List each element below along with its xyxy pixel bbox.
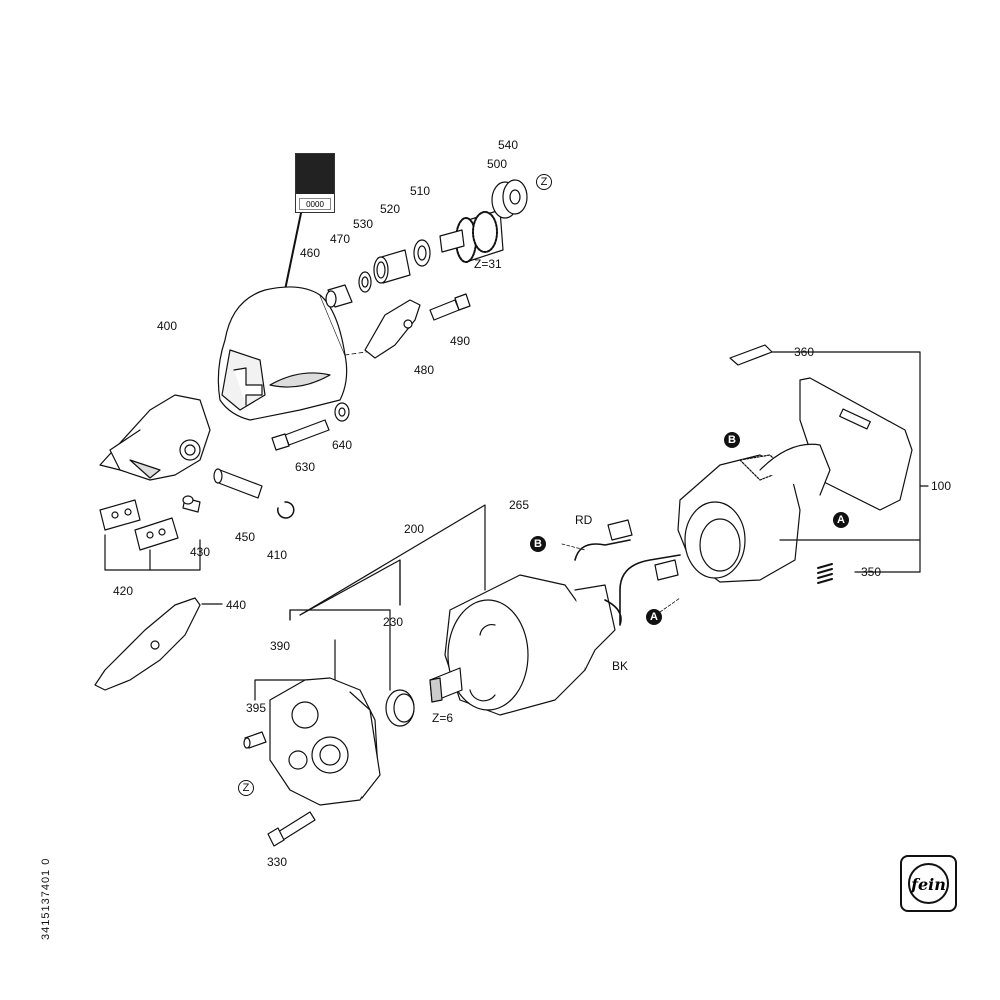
label-wire-black: BK [612, 659, 629, 673]
screw-330 [267, 811, 316, 847]
leader-warning [284, 212, 302, 291]
label-gear-teeth-6: Z=6 [432, 711, 454, 725]
marker-a-housing: A [833, 512, 849, 528]
blades-420 [99, 499, 179, 551]
label-wire-red: RD [575, 513, 593, 527]
wire-bk [604, 554, 681, 626]
screw-490 [429, 293, 471, 321]
blade-440 [94, 597, 201, 691]
logo-ring-icon [908, 863, 949, 904]
marker-z-bottom: Z [238, 780, 254, 796]
part-470 [325, 284, 353, 308]
document-number: 3415137401 0 [40, 857, 52, 940]
marker-a-motor: A [646, 609, 662, 625]
label-420: 420 [113, 584, 134, 598]
pin-450 [213, 468, 263, 499]
ring-230 [385, 689, 415, 727]
marker-b-housing: B [724, 432, 740, 448]
clip-360 [729, 344, 773, 366]
label-265: 265 [509, 498, 530, 512]
logo-text: fein [911, 875, 946, 894]
bearing-540 [491, 179, 528, 219]
spring-350 [817, 563, 833, 584]
label-530: 530 [353, 217, 374, 231]
label-450: 450 [235, 530, 256, 544]
gear-housing-390 [269, 677, 381, 806]
label-gear-teeth-31: Z=31 [474, 257, 502, 271]
part-510 [413, 239, 431, 267]
warning-sign-text: 0000 [299, 198, 331, 210]
label-440: 440 [226, 598, 247, 612]
electronics-housing-100 [677, 454, 801, 583]
label-410: 410 [267, 548, 288, 562]
washer-640 [334, 402, 350, 422]
label-640: 640 [332, 438, 353, 452]
bracket-480 [364, 299, 421, 359]
label-200: 200 [404, 522, 425, 536]
motor-265 [429, 574, 616, 716]
label-100: 100 [931, 479, 952, 493]
part-520 [373, 249, 411, 284]
part-530 [358, 271, 372, 293]
label-230: 230 [383, 615, 404, 629]
label-430: 430 [190, 545, 211, 559]
label-400: 400 [157, 319, 178, 333]
label-390: 390 [270, 639, 291, 653]
circlip-410 [277, 501, 295, 519]
label-500: 500 [487, 157, 508, 171]
circuit-board [759, 377, 913, 511]
label-490: 490 [450, 334, 471, 348]
label-510: 510 [410, 184, 431, 198]
pin-395 [243, 731, 267, 749]
screw-630 [271, 419, 330, 451]
marker-b-motor: B [530, 536, 546, 552]
blade-holder-400 [99, 394, 211, 481]
label-330: 330 [267, 855, 288, 869]
protective-gear-icon [296, 154, 334, 194]
label-540: 540 [498, 138, 519, 152]
label-630: 630 [295, 460, 316, 474]
label-395: 395 [246, 701, 267, 715]
label-520: 520 [380, 202, 401, 216]
label-470: 470 [330, 232, 351, 246]
label-360: 360 [794, 345, 815, 359]
label-350: 350 [861, 565, 882, 579]
label-480: 480 [414, 363, 435, 377]
brand-logo: fein [900, 855, 957, 912]
warning-sign-icon: 0000 [295, 153, 335, 213]
wire-rd [574, 539, 631, 561]
label-460: 460 [300, 246, 321, 260]
screw-430 [182, 495, 201, 513]
marker-z-top: Z [536, 174, 552, 190]
gear-500 [439, 209, 504, 263]
head-housing-460 [217, 286, 348, 421]
